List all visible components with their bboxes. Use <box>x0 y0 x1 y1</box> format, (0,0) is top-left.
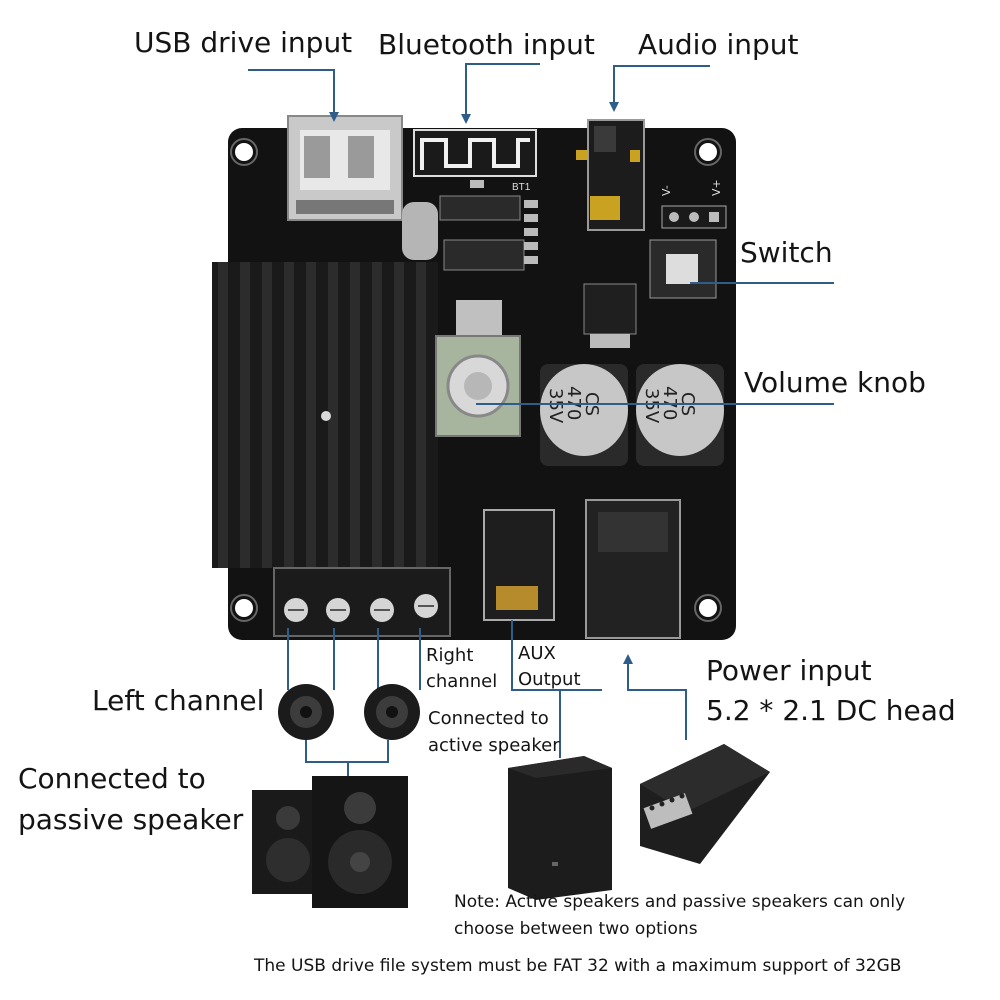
audio-input-label: Audio input <box>638 28 799 61</box>
right-channel-label-line2: channel <box>426 671 498 692</box>
vminus-label: V- <box>660 185 673 196</box>
driver-left-icon <box>278 684 334 740</box>
capacitor-left: CS 470 35V <box>540 364 628 466</box>
voltage-regulator <box>583 283 637 348</box>
capacitor-right-text-3: 35V <box>641 388 662 424</box>
leader-lines <box>248 63 834 778</box>
active-speaker-icon <box>508 756 612 900</box>
heatsink <box>212 262 438 568</box>
switch-label: Switch <box>740 236 833 269</box>
usb-port <box>287 115 403 221</box>
power-supply-icon <box>640 744 770 864</box>
dc-power-jack <box>585 499 681 639</box>
bluetooth-antenna <box>413 129 537 177</box>
usb-drive-input-label: USB drive input <box>134 26 353 59</box>
note-line2: choose between two options <box>454 919 698 939</box>
capacitor-right: CS 470 35V <box>636 364 724 466</box>
passive-speaker-label-line1: Connected to <box>18 762 206 795</box>
aux-output-label-line1: AUX <box>518 643 556 664</box>
vplus-label: V+ <box>710 179 723 196</box>
active-speaker-label-line2: active speaker <box>428 735 560 756</box>
bluetooth-input-label: Bluetooth input <box>378 28 595 61</box>
chip-array <box>439 180 538 271</box>
passive-speaker-label-line2: passive speaker <box>18 803 244 836</box>
capacitor-left-text-3: 35V <box>545 388 566 424</box>
crystal <box>402 202 438 260</box>
note-line1: Note: Active speakers and passive speake… <box>454 892 906 912</box>
volume-knob-label: Volume knob <box>744 366 926 399</box>
left-channel-label: Left channel <box>92 684 265 717</box>
bt-silkscreen-label: BT1 <box>512 182 531 193</box>
right-channel-label-line1: Right <box>426 645 474 666</box>
volume-potentiometer <box>435 300 521 437</box>
power-input-label-line1: Power input <box>706 654 872 687</box>
aux-output-label-line2: Output <box>518 669 581 690</box>
speaker-terminal-block <box>273 567 451 637</box>
audio-jack-top <box>576 119 645 231</box>
usb-filesystem-note: The USB drive file system must be FAT 32… <box>254 956 902 976</box>
active-speaker-label-line1: Connected to <box>428 708 549 729</box>
aux-jack <box>483 509 555 621</box>
power-input-label-line2: 5.2 * 2.1 DC head <box>706 694 956 727</box>
switch-component <box>649 239 717 299</box>
passive-speakers-icon <box>252 776 408 908</box>
amplifier-board: BT1 V- V+ <box>212 115 736 640</box>
driver-right-icon <box>364 684 420 740</box>
